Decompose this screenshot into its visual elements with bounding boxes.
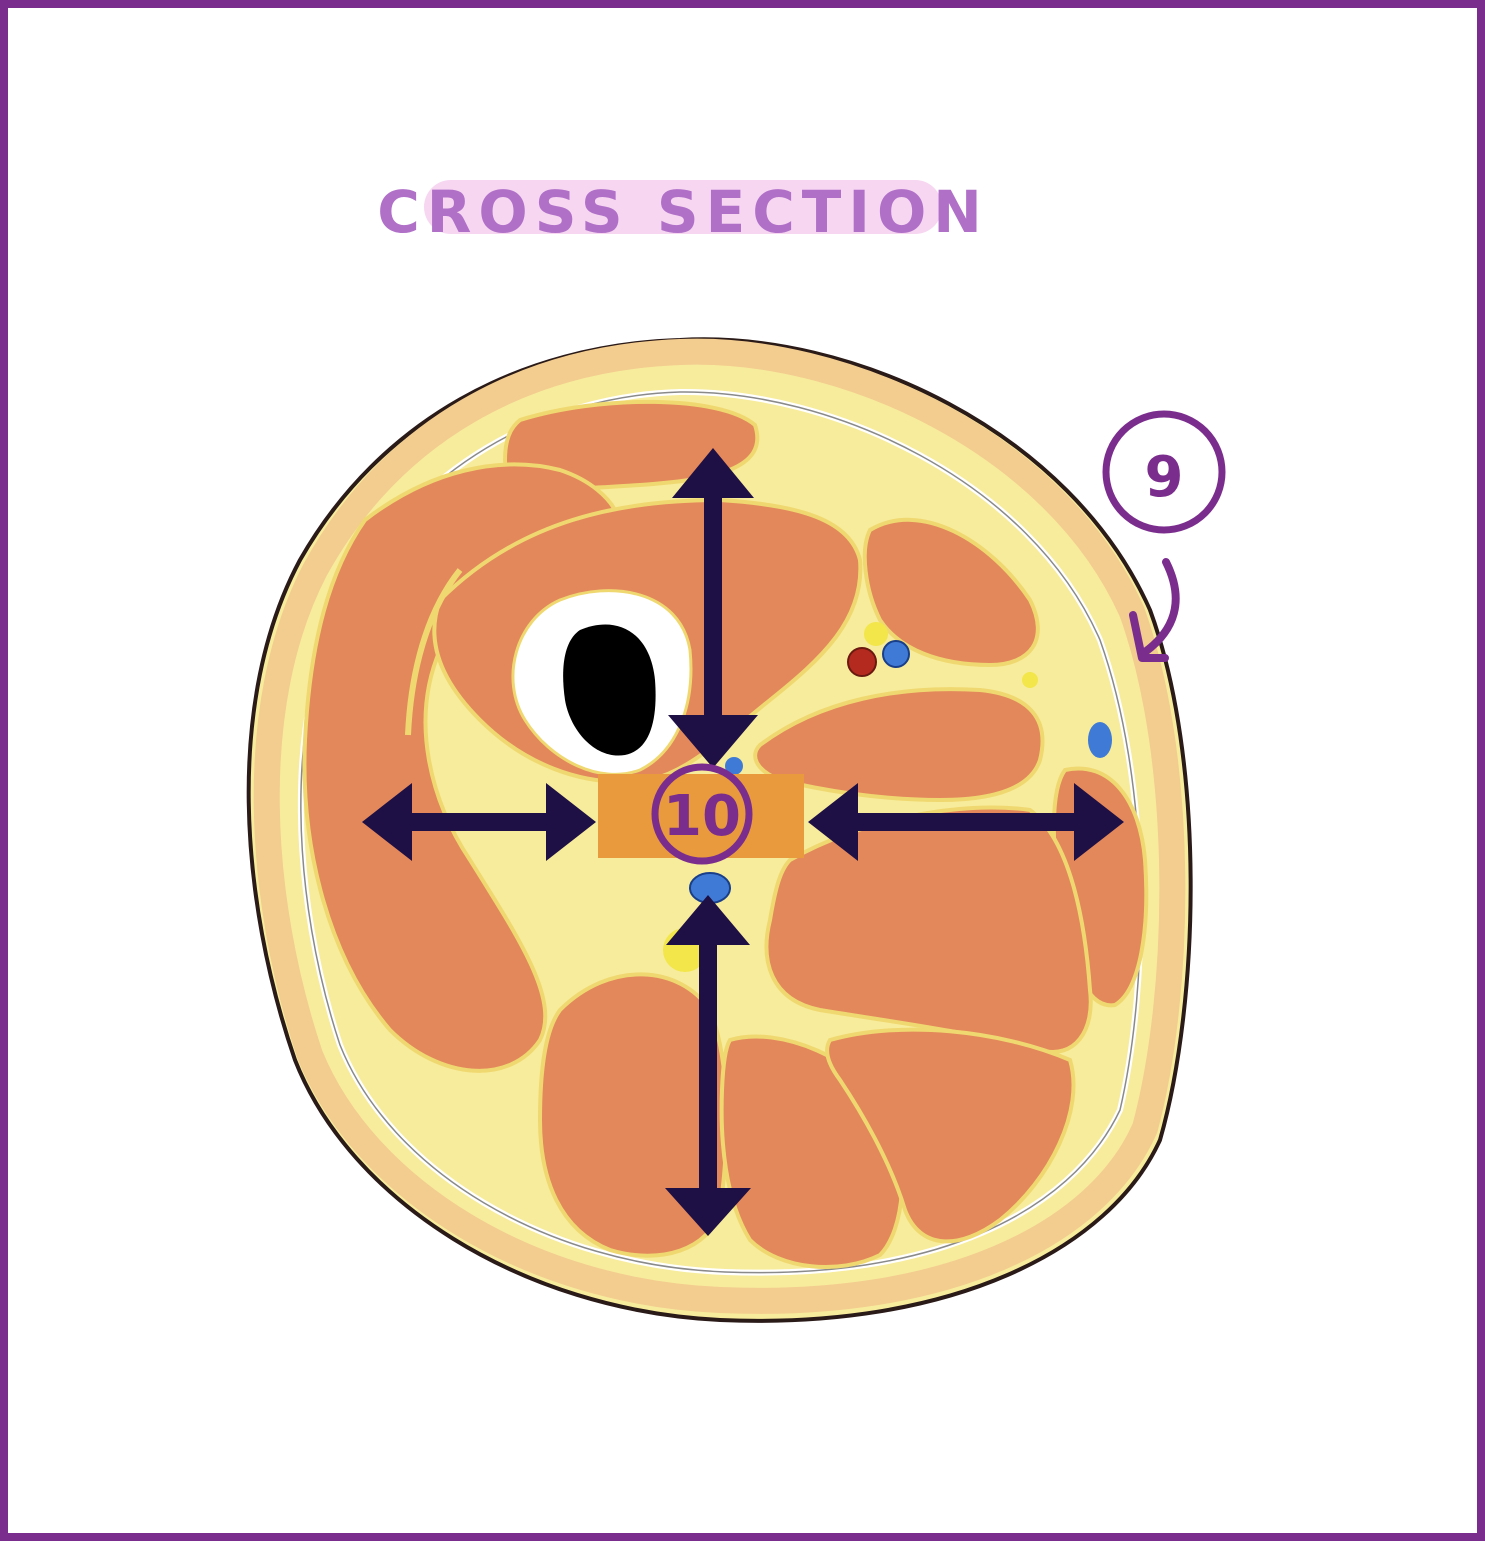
fat-band (253, 338, 1186, 1314)
muscle-right-lower (764, 805, 1093, 1054)
label-9-pointer-head (1129, 611, 1169, 662)
label-10-circle (651, 763, 753, 865)
label-9-pointer (1141, 558, 1180, 656)
muscle-bottom-right (825, 1027, 1076, 1244)
bone-marrow (563, 624, 656, 756)
muscles (302, 399, 1149, 1269)
nerve-yellow-right (1022, 672, 1038, 688)
femur (511, 589, 693, 776)
arrow-vertical-lower (665, 895, 751, 1236)
limb-cross-section (246, 337, 1193, 1323)
vein-blue-small (725, 757, 743, 775)
label-10-text: 10 (663, 784, 741, 849)
label-9-circle (1102, 410, 1226, 534)
muscle-left-mass (302, 462, 623, 1073)
label-9: 9 (1102, 410, 1226, 662)
nerve-yellow-upper (864, 622, 888, 646)
diagram-title: CROSS SECTION (377, 178, 989, 246)
label-10: 10 (651, 763, 753, 865)
compartment-label-box (598, 774, 804, 858)
muscle-bottom-left (537, 972, 729, 1258)
intermuscular-septum (405, 568, 463, 736)
title-highlight (424, 180, 942, 234)
label-9-text: 9 (1145, 445, 1184, 510)
artery-red (847, 647, 877, 677)
pressure-arrows (362, 448, 1124, 1236)
arrow-horizontal-left (362, 783, 596, 861)
muscle-anterior-top (502, 399, 760, 491)
muscle-right-upper (862, 517, 1040, 668)
vein-blue-right (1088, 722, 1112, 758)
vein-blue-upper (882, 640, 910, 668)
title-group: CROSS SECTION (377, 178, 989, 246)
arrow-vertical-upper (668, 448, 758, 768)
arrow-horizontal-right (808, 783, 1124, 861)
